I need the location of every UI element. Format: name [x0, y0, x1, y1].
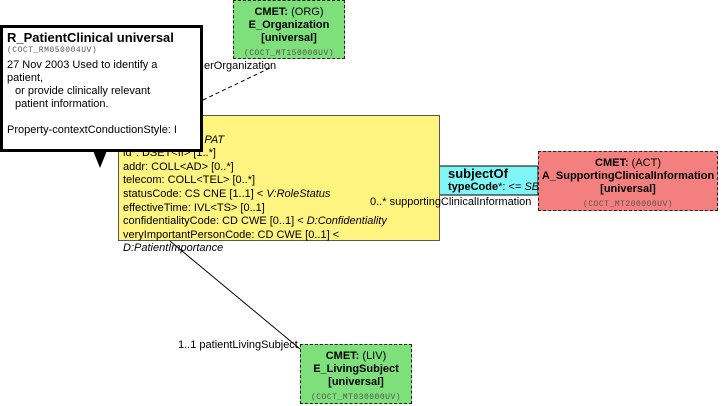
subject-of-label[interactable]: subjectOf typeCode*: <= SBJ — [440, 166, 545, 193]
cmet-org-id: (COCT_MT150000UV) — [243, 49, 335, 58]
subject-of-type-label: typeCode — [448, 181, 499, 193]
organization-connector — [202, 66, 273, 101]
entry-point-desc-2: or provide clinically relevant — [15, 85, 151, 97]
attribute-vocabulary: V:RoleStatus — [266, 187, 331, 200]
living-subject-connector — [169, 240, 301, 350]
patient-attribute: statusCode: CS CNE [1..1] < V:RoleStatus — [123, 188, 435, 202]
subject-of-name: subjectOf — [448, 166, 508, 181]
attribute-vocabulary: PAT — [204, 133, 225, 146]
entry-point-property: Property-contextConductionStyle: I — [7, 124, 177, 136]
patient-living-subject-label: 1..1 patientLivingSubject — [178, 339, 298, 351]
cmet-living-name: E_LivingSubject — [313, 363, 399, 375]
attribute-vocabulary: D:PatientImportance — [123, 242, 224, 255]
attribute-name: telecom — [123, 174, 162, 187]
attribute-name: veryImportantPersonCode — [123, 228, 252, 241]
attribute-name: statusCode — [123, 187, 179, 200]
entry-point-id: (COCT_RM050004UV) — [7, 46, 98, 55]
entry-point-box[interactable]: R_PatientClinical universal (COCT_RM0500… — [0, 25, 203, 152]
attribute-type: : CD CWE [0..1] < — [215, 215, 307, 228]
supporting-clinical-label: 0..* supportingClinicalInformation — [370, 196, 532, 208]
cmet-organization-box[interactable]: CMET: (ORG) E_Organization [universal] (… — [233, 0, 345, 59]
attribute-name: addr — [123, 160, 146, 173]
cmet-org-type: (ORG) — [288, 6, 324, 18]
patient-attribute: telecom: COLL<TEL> [0..*] — [123, 174, 435, 188]
attribute-type: : CS CNE [1..1] < — [178, 187, 267, 200]
cmet-living-box[interactable]: CMET: (LIV) E_LivingSubject [universal] … — [300, 344, 412, 404]
entry-point-desc-1: 27 Nov 2003 Used to identify a patient, — [7, 59, 158, 84]
attribute-type: : COLL<AD> [0..*] — [145, 160, 234, 173]
attribute-required-marker: * — [131, 147, 136, 160]
cmet-living-id: (COCT_MT030000UV) — [310, 393, 402, 402]
cmet-clinical-id: (COCT_MT200000UV) — [582, 200, 674, 209]
cmet-org-label: CMET: — [254, 6, 289, 18]
patient-attribute: confidentialityCode: CD CWE [0..1] < D:C… — [123, 215, 435, 229]
attribute-name: confidentialityCode — [123, 215, 216, 228]
entry-point-desc-3: patient information. — [15, 98, 109, 110]
attribute-name: effectiveTime — [123, 201, 188, 214]
cmet-living-type: (LIV) — [359, 350, 387, 362]
attribute-name: id — [123, 147, 132, 160]
cmet-clinical-box[interactable]: CMET: (ACT) A_SupportingClinicalInformat… — [538, 151, 718, 211]
patient-attribute: effectiveTime: IVL<TS> [0..1] — [123, 202, 435, 216]
patient-attribute: addr: COLL<AD> [0..*] — [123, 161, 435, 175]
entry-point-title: R_PatientClinical universal — [7, 30, 174, 45]
cmet-org-name: E_Organization — [248, 19, 330, 31]
attribute-type: : CD CWE [0..1] < — [251, 228, 340, 241]
cmet-clinical-name: A_SupportingClinicalInformation — [541, 170, 715, 182]
cmet-living-scope: [universal] — [328, 376, 384, 388]
patient-class-title: al — [179, 119, 435, 133]
cmet-clinical-label: CMET: — [595, 157, 629, 169]
cmet-clinical-type: (ACT) — [628, 157, 661, 169]
attribute-type: : IVL<TS> [0..1] — [187, 201, 265, 214]
attribute-type: : COLL<TEL> [0..*] — [161, 174, 256, 187]
subject-of-type-rest: : <= — [502, 181, 525, 193]
cmet-clinical-scope: [universal] — [600, 183, 656, 195]
subject-of-type-req: * — [498, 181, 503, 193]
attribute-vocabulary: D:Confidentiality — [306, 215, 387, 228]
patient-attribute: veryImportantPersonCode: CD CWE [0..1] <… — [123, 229, 435, 256]
cmet-living-label: CMET: — [325, 350, 360, 362]
cmet-org-scope: [universal] — [261, 32, 317, 44]
provider-organization-label: erOrganization — [204, 60, 277, 72]
